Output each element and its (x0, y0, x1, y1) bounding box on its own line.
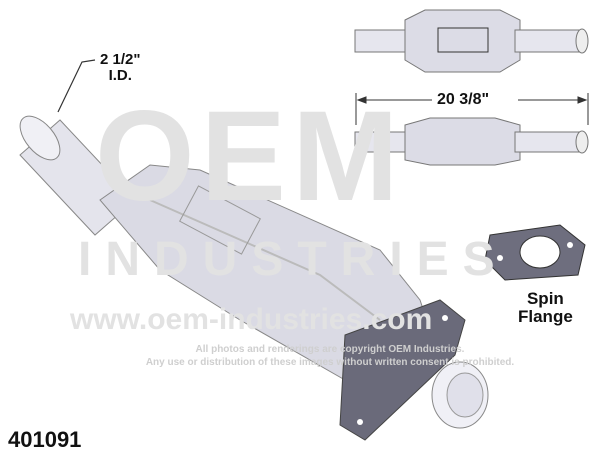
watermark-industries: INDUSTRIES (78, 233, 509, 286)
top-view-drawing (354, 9, 589, 73)
spin-flange-line2: Flange (518, 307, 573, 326)
outlet-flange (339, 299, 466, 441)
copyright-line-2: Any use or distribution of these images … (145, 357, 515, 368)
spin-flange-line1: Spin (526, 289, 564, 308)
part-number: 401091 (8, 427, 82, 452)
watermark-url: www.oem-industries.com (70, 303, 433, 336)
overall-length-label: 20 3/8" (437, 91, 490, 108)
length-dimension (355, 93, 589, 125)
side-view-drawing (354, 117, 589, 166)
spin-flange-drawing (484, 224, 586, 281)
spin-flange-label: Spin Flange (518, 290, 573, 326)
outlet-pipe-opening (446, 372, 484, 418)
inlet-pipe-end (19, 115, 61, 161)
flange-bolt-hole (442, 315, 448, 321)
watermark-logo: OEM (95, 85, 405, 228)
inlet-diameter-value: 2 1/2" (100, 51, 141, 68)
inlet-diameter-label: 2 1/2" I.D. (100, 52, 140, 84)
logo-plate (179, 185, 261, 255)
copyright-line-1: All photos and renderings are copyright … (195, 344, 465, 355)
body-seam-line (149, 199, 381, 321)
inlet-diameter-unit: I.D. (108, 67, 132, 84)
flange-bolt-hole (357, 419, 363, 425)
diameter-leader-line (57, 59, 96, 113)
